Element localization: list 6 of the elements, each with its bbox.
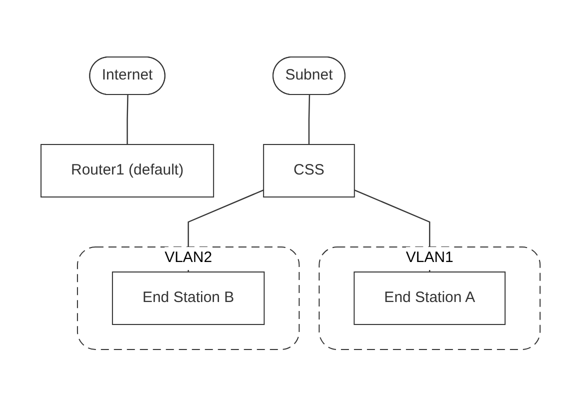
node-box: End Station A (354, 272, 506, 326)
node-box: Router1 (default) (40, 144, 214, 198)
connector (308, 95, 310, 145)
node-box: CSS (263, 144, 355, 198)
node-box: End Station B (112, 272, 265, 326)
connector (126, 95, 128, 145)
